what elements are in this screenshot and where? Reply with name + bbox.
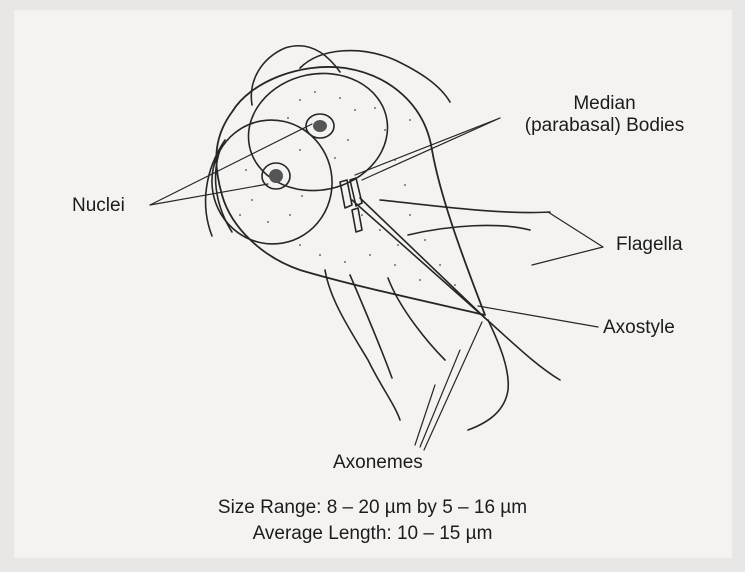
size-range-caption: Size Range: 8 – 20 µm by 5 – 16 µm (150, 496, 595, 520)
ventral-disc-outlines (202, 61, 398, 254)
nuclei (262, 114, 334, 189)
nuclei-label: Nuclei (72, 195, 125, 217)
median-bodies-label: Median (parabasal) Bodies (502, 93, 707, 137)
median-label-line2: (parabasal) Bodies (502, 115, 707, 137)
axostyle-label: Axostyle (603, 317, 675, 339)
flagella-label: Flagella (616, 234, 683, 256)
leader-lines (150, 118, 603, 450)
median-label-line1: Median (502, 93, 707, 115)
average-length-caption: Average Length: 10 – 15 µm (150, 522, 595, 546)
axonemes-label: Axonemes (333, 452, 423, 474)
